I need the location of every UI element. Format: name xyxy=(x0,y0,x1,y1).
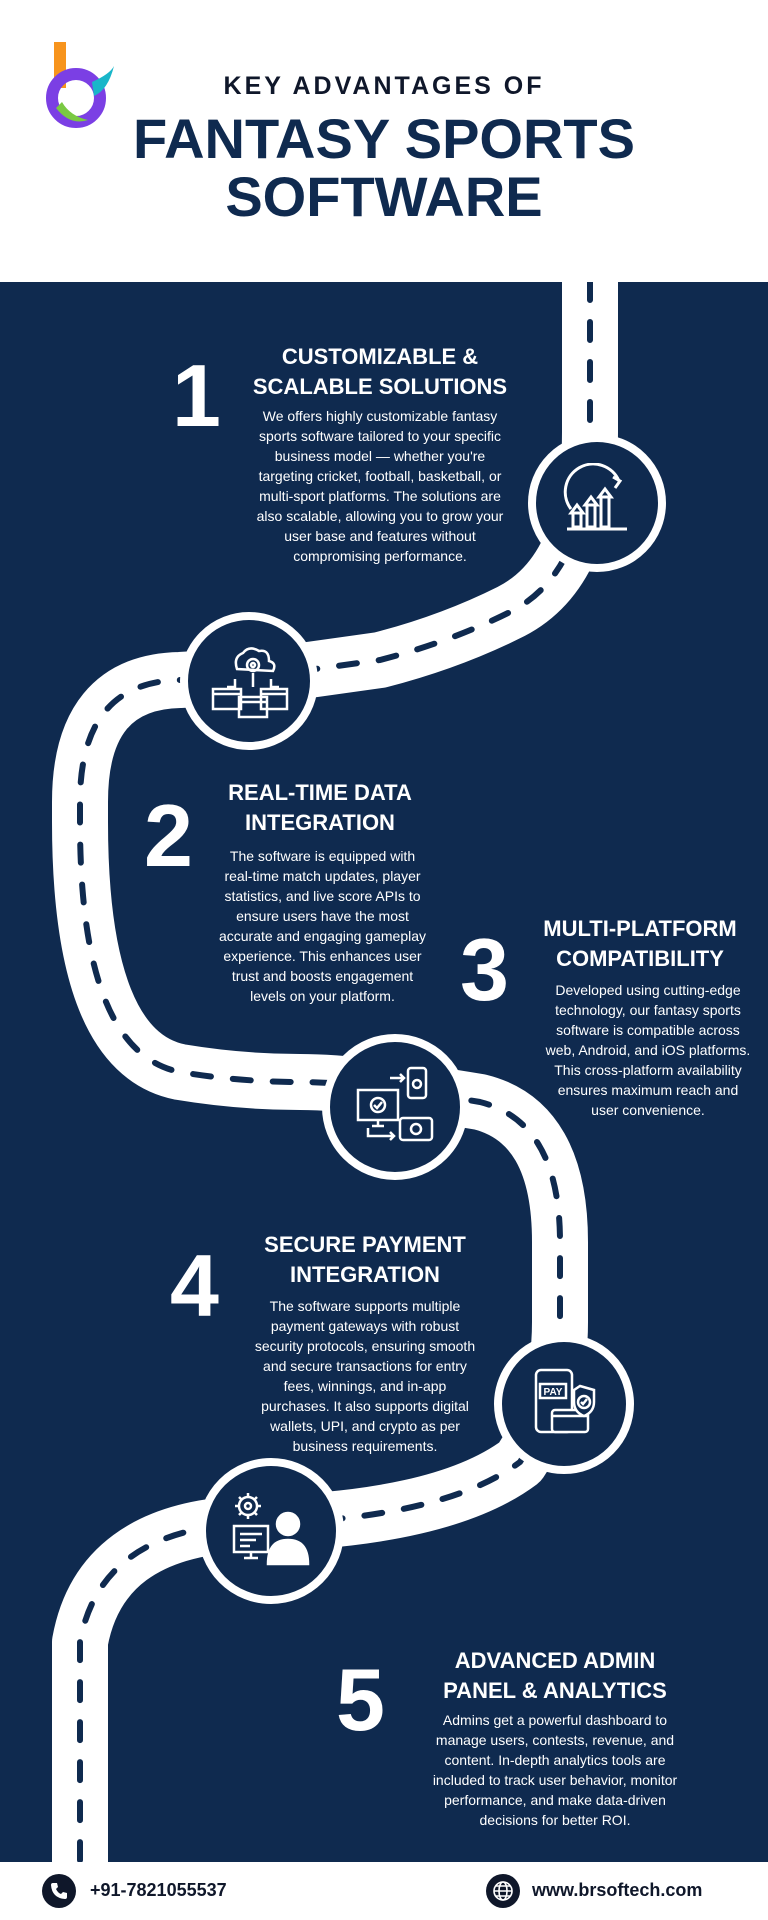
step-1-body-line: also scalable, allowing you to grow your xyxy=(256,508,504,524)
step-3-heading: MULTI-PLATFORM COMPATIBILITY xyxy=(525,914,755,974)
step-4-body: The software supports multiple payment g… xyxy=(240,1296,490,1456)
footer: +91-7821055537 www.brsoftech.com xyxy=(0,1862,768,1920)
step-4-body-line: wallets, UPI, and crypto as per xyxy=(270,1418,460,1434)
step-2-body-line: The software is equipped with xyxy=(229,848,416,864)
phone-number[interactable]: +91-7821055537 xyxy=(90,1880,227,1900)
title-line-1: FANTASY SPORTS xyxy=(132,107,635,170)
globe-icon xyxy=(486,1874,520,1908)
website-link[interactable]: www.brsoftech.com xyxy=(532,1880,703,1900)
step-1-body-line: targeting cricket, football, basketball,… xyxy=(258,468,502,484)
step-5-body-line: decisions for better ROI. xyxy=(479,1812,631,1828)
step-5-body-line: content. In-depth analytics tools are xyxy=(444,1752,666,1768)
header-kicker: KEY ADVANTAGES OF xyxy=(223,72,545,100)
step-1-heading-line-1: CUSTOMIZABLE & xyxy=(281,344,479,369)
pay-label: PAY xyxy=(544,1387,563,1398)
step-2-body-line: statistics, and live score APIs to xyxy=(224,888,421,904)
step-4-body-line: fees, winnings, and in-app xyxy=(283,1378,447,1394)
cloud-sync-icon xyxy=(211,647,289,719)
step-2-body-line: trust and boosts engagement xyxy=(231,968,414,984)
page-title: FANTASY SPORTS SOFTWARE xyxy=(0,110,768,226)
step-3-body-line: technology, our fantasy sports xyxy=(555,1002,741,1018)
admin-panel-icon xyxy=(232,1493,310,1566)
step-4-icon-circle: PAY xyxy=(494,1334,634,1474)
step-3-body-line: web, Android, and iOS platforms. xyxy=(545,1042,751,1058)
step-5-body-line: manage users, contests, revenue, and xyxy=(435,1732,675,1748)
step-2-body-line: levels on your platform. xyxy=(250,988,395,1004)
step-5-heading-line-2: PANEL & ANALYTICS xyxy=(443,1678,667,1703)
step-5-icon-circle xyxy=(198,1458,344,1604)
step-4-body-line: The software supports multiple xyxy=(269,1298,461,1314)
step-5-body: Admins get a powerful dashboard to manag… xyxy=(410,1710,700,1830)
step-3-body-line: user convenience. xyxy=(591,1102,705,1118)
step-5-body-line: performance, and make data-driven xyxy=(444,1792,666,1808)
title-line-2: SOFTWARE xyxy=(225,165,543,228)
step-3-body: Developed using cutting-edge technology,… xyxy=(538,980,758,1120)
step-4-heading-line-2: INTEGRATION xyxy=(290,1262,440,1287)
phone-icon xyxy=(42,1874,76,1908)
step-2-heading-line-2: INTEGRATION xyxy=(245,810,395,835)
step-4-heading: SECURE PAYMENT INTEGRATION xyxy=(240,1230,490,1290)
step-4-body-line: business requirements. xyxy=(292,1438,438,1454)
multi-device-icon xyxy=(356,1066,434,1142)
step-1-body-line: compromising performance. xyxy=(293,548,467,564)
step-2-icon-circle xyxy=(180,612,318,750)
step-1-heading-line-2: SCALABLE SOLUTIONS xyxy=(252,374,508,399)
step-1-body-line: multi-sport platforms. The solutions are xyxy=(259,488,501,504)
step-3-body-line: Developed using cutting-edge xyxy=(555,982,741,998)
winding-road xyxy=(52,282,618,1862)
brand-logo-icon xyxy=(46,42,114,128)
header: KEY ADVANTAGES OF FANTASY SPORTS SOFTWAR… xyxy=(0,0,768,282)
step-2-body-line: accurate and engaging gameplay xyxy=(218,928,427,944)
step-5-body-line: included to track user behavior, monitor xyxy=(432,1772,678,1788)
step-3-heading-line-1: MULTI-PLATFORM xyxy=(543,916,737,941)
step-2-body-line: ensure users have the most xyxy=(236,908,409,924)
step-2-body-line: experience. This enhances user xyxy=(223,948,422,964)
step-2-heading: REAL-TIME DATA INTEGRATION xyxy=(200,778,440,838)
step-3-body-line: software is compatible across xyxy=(556,1022,740,1038)
step-4-body-line: security protocols, ensuring smooth xyxy=(254,1338,476,1354)
step-4-body-line: purchases. It also supports digital xyxy=(261,1398,469,1414)
step-1-body-line: sports software tailored to your specifi… xyxy=(259,428,501,444)
step-4-body-line: payment gateways with robust xyxy=(270,1318,460,1334)
step-2-body-line: real-time match updates, player xyxy=(224,868,421,884)
step-3-body-line: ensures maximum reach and xyxy=(557,1082,739,1098)
step-1-icon-circle xyxy=(528,434,666,572)
secure-pay-icon: PAY xyxy=(534,1368,596,1434)
step-4-number: 4 xyxy=(170,1236,219,1335)
step-5-body-line: Admins get a powerful dashboard to xyxy=(442,1712,668,1728)
step-4-heading-line-1: SECURE PAYMENT xyxy=(264,1232,466,1257)
step-2-body: The software is equipped with real-time … xyxy=(200,846,445,1006)
growth-chart-icon xyxy=(563,463,627,531)
step-1-body-line: We offers highly customizable fantasy xyxy=(262,408,498,424)
step-1-body-line: business model — whether you're xyxy=(274,448,486,464)
step-5-number: 5 xyxy=(336,1650,385,1749)
step-1-body-line: user base and features without xyxy=(284,528,476,544)
step-1-number: 1 xyxy=(172,346,221,445)
step-2-heading-line-1: REAL-TIME DATA xyxy=(228,780,412,805)
step-3-body-line: This cross-platform availability xyxy=(554,1062,742,1078)
step-3-heading-line-2: COMPATIBILITY xyxy=(556,946,724,971)
step-5-heading: ADVANCED ADMIN PANEL & ANALYTICS xyxy=(410,1646,700,1706)
step-5-heading-line-1: ADVANCED ADMIN xyxy=(454,1648,656,1673)
step-1-heading: CUSTOMIZABLE & SCALABLE SOLUTIONS xyxy=(230,342,530,402)
step-3-icon-circle xyxy=(322,1034,468,1180)
advantages-panel: 1 CUSTOMIZABLE & SCALABLE SOLUTIONS We o… xyxy=(0,282,768,1862)
step-3-number: 3 xyxy=(460,920,509,1019)
step-1-body: We offers highly customizable fantasy sp… xyxy=(240,406,520,566)
step-2-number: 2 xyxy=(144,786,193,885)
step-4-body-line: and secure transactions for entry xyxy=(263,1358,467,1374)
